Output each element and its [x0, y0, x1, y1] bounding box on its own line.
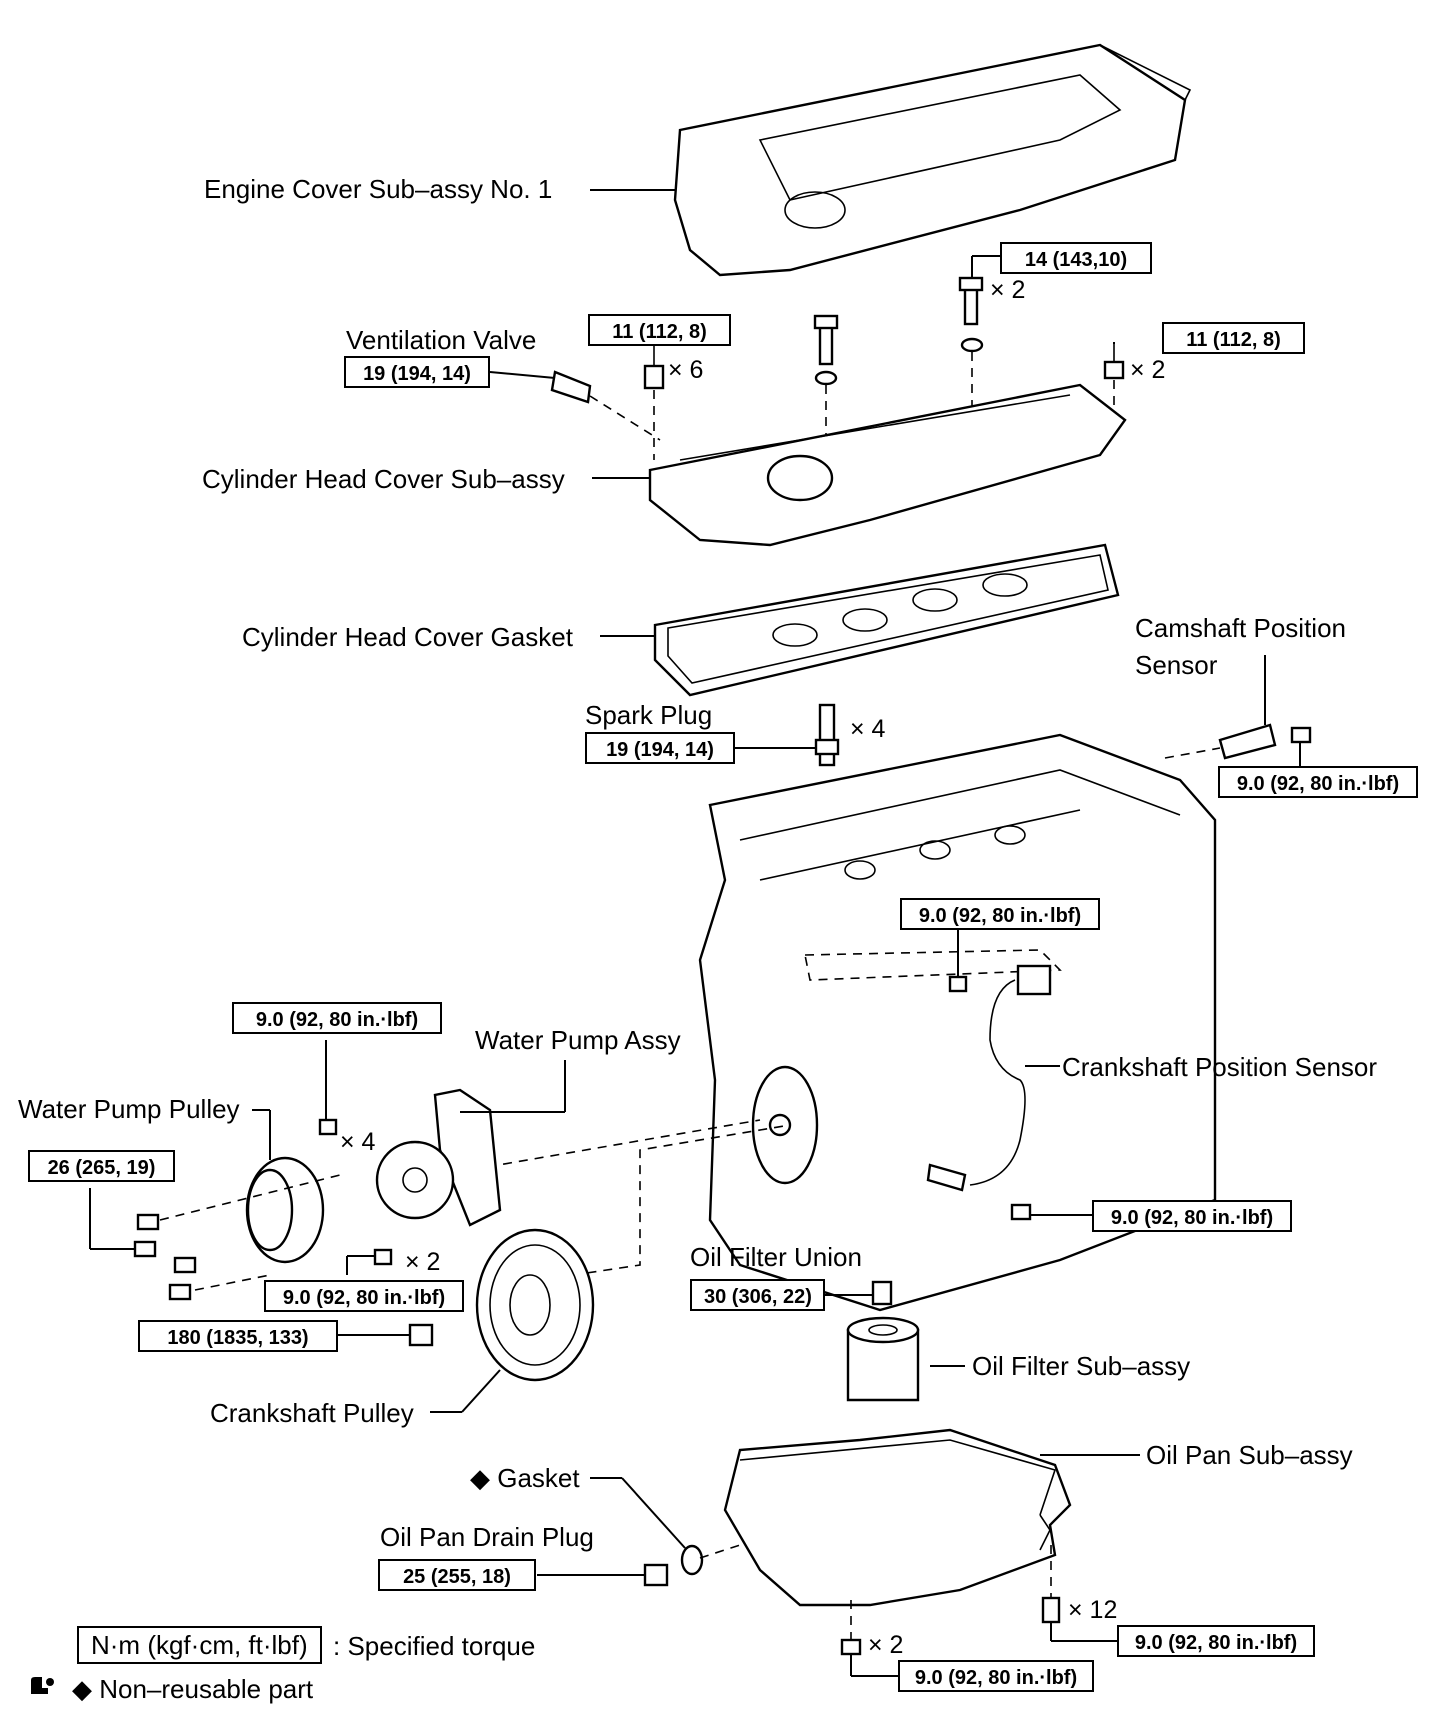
- crankshaft-sensor-drawing: [926, 930, 1093, 1221]
- label-cylinder-head-cover-gasket: Cylinder Head Cover Gasket: [242, 622, 573, 652]
- torque-crankshaft-pulley: 180 (1835, 133): [138, 1320, 338, 1352]
- torque-head-cover-bolt: 11 (112, 8): [588, 314, 731, 346]
- torque-spark-plug: 19 (194, 14): [585, 732, 735, 764]
- torque-water-pump-pulley: 26 (265, 19): [28, 1150, 175, 1182]
- torque-drain-plug: 25 (255, 18): [378, 1559, 536, 1591]
- label-oil-pan: Oil Pan Sub–assy: [1146, 1440, 1353, 1470]
- head-cover-fasteners: [643, 255, 1125, 470]
- label-water-pump-assy: Water Pump Assy: [475, 1025, 681, 1055]
- qty-spark-plug: × 4: [850, 715, 886, 743]
- head-cover-gasket-drawing: [600, 543, 1120, 697]
- torque-oil-pan-nut: 9.0 (92, 80 in.·lbf): [898, 1660, 1094, 1692]
- cylinder-head-cover-drawing: [592, 383, 1127, 547]
- label-oil-pan-drain-plug: Oil Pan Drain Plug: [380, 1522, 594, 1552]
- drain-plug-drawing: [537, 1477, 741, 1587]
- qty-oil-pan-bolt: × 12: [1068, 1596, 1118, 1624]
- qty-water-pump-bolt: × 4: [340, 1128, 376, 1156]
- crankshaft-pulley-drawing: [338, 1228, 595, 1413]
- oil-pan-drawing: [723, 1428, 1140, 1677]
- torque-crank-sensor-bracket: 9.0 (92, 80 in.·lbf): [900, 898, 1100, 930]
- label-gasket: ◆ Gasket: [470, 1463, 580, 1493]
- qty-head-cover-nut: × 2: [1130, 356, 1166, 384]
- torque-ventilation-valve: 19 (194, 14): [344, 356, 490, 388]
- label-oil-filter-union: Oil Filter Union: [690, 1242, 862, 1272]
- engine-cover-drawing: [590, 43, 1192, 277]
- label-crankshaft-sensor: Crankshaft Position Sensor: [1062, 1052, 1378, 1082]
- label-ventilation-valve: Ventilation Valve: [346, 325, 537, 355]
- label-spark-plug: Spark Plug: [585, 700, 713, 730]
- label-camshaft-sensor-line2: Sensor: [1135, 650, 1218, 680]
- legend-unit-description: : Specified torque: [333, 1631, 536, 1661]
- camshaft-sensor-drawing: [1164, 655, 1312, 768]
- torque-crank-sensor: 9.0 (92, 80 in.·lbf): [1092, 1200, 1292, 1232]
- spark-plug-drawing: [735, 703, 840, 767]
- label-oil-filter: Oil Filter Sub–assy: [972, 1351, 1191, 1381]
- water-pump-pulley-drawing: [89, 1109, 341, 1301]
- label-camshaft-sensor-line1: Camshaft Position: [1135, 613, 1346, 643]
- torque-head-cover-nut: 11 (112, 8): [1162, 322, 1305, 354]
- water-pump-drawing: [318, 1040, 566, 1275]
- qty-water-pump-nut: × 2: [405, 1248, 441, 1276]
- oil-filter-drawing: [825, 1280, 965, 1402]
- legend-unit-box: N·m (kgf·cm, ft·lbf): [77, 1626, 322, 1664]
- label-cylinder-head-cover: Cylinder Head Cover Sub–assy: [202, 464, 565, 494]
- qty-head-cover-bolt: × 6: [668, 356, 704, 384]
- torque-camshaft-sensor: 9.0 (92, 80 in.·lbf): [1218, 766, 1418, 798]
- document-icon: [31, 1677, 54, 1694]
- label-water-pump-pulley: Water Pump Pulley: [18, 1094, 240, 1124]
- torque-water-pump-nut: 9.0 (92, 80 in.·lbf): [264, 1280, 464, 1312]
- qty-cover-bolt: × 2: [990, 276, 1026, 304]
- torque-oil-filter-union: 30 (306, 22): [690, 1279, 825, 1311]
- torque-oil-pan-bolt: 9.0 (92, 80 in.·lbf): [1117, 1625, 1315, 1657]
- torque-water-pump-bolt: 9.0 (92, 80 in.·lbf): [232, 1002, 442, 1034]
- label-crankshaft-pulley: Crankshaft Pulley: [210, 1398, 414, 1428]
- label-engine-cover: Engine Cover Sub–assy No. 1: [204, 174, 553, 204]
- torque-cover-bolt: 14 (143,10): [1000, 242, 1152, 274]
- ventilation-valve-drawing: [489, 370, 661, 441]
- legend-nonreusable: ◆ Non–reusable part: [72, 1674, 314, 1704]
- qty-oil-pan-nut: × 2: [868, 1631, 904, 1659]
